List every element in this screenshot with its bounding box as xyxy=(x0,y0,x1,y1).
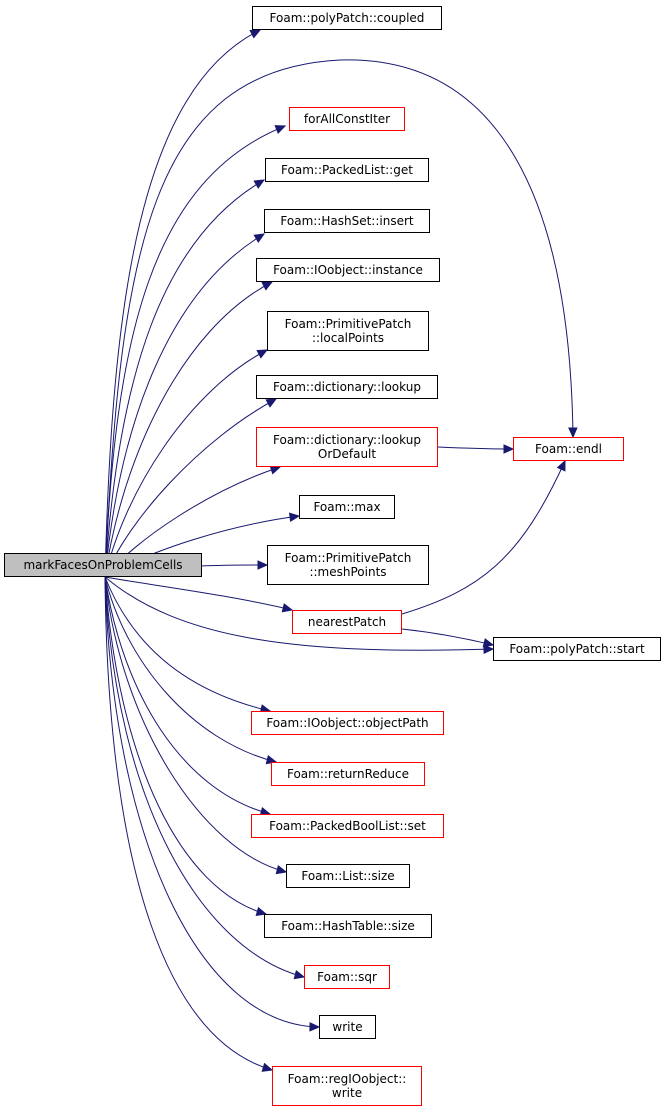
edge-arrowhead xyxy=(281,603,294,613)
edge-root-to-regioobject_write xyxy=(104,576,273,1071)
edge-root-to-ioobject_objectpath xyxy=(104,576,271,712)
edge-arrowhead xyxy=(274,125,287,134)
edge-root-to-write xyxy=(104,576,320,1028)
edge-arrowhead xyxy=(253,233,266,243)
edge-root-to-returnreduce xyxy=(104,576,277,763)
node-ioobject-instance[interactable]: Foam::IOobject::instance xyxy=(256,258,440,282)
edge-nearestpatch-to-polypatch_start xyxy=(401,628,494,646)
edge-root-to-ioobject_instance xyxy=(104,281,273,578)
edge-root-to-dictionary_lookup xyxy=(104,398,277,578)
edge-arrowhead xyxy=(568,427,578,439)
edge-root-to-primitivepatch_localpoints xyxy=(104,349,268,578)
node-forallconstiter[interactable]: forAllConstIter xyxy=(289,107,405,131)
edge-root-to-coupled xyxy=(104,29,261,578)
edge-arrowhead xyxy=(261,281,274,291)
edge-root-to-endl xyxy=(104,59,574,578)
edge-root-to-packedlist_get xyxy=(104,179,265,578)
edge-arrowhead xyxy=(253,179,266,189)
node-sqr[interactable]: Foam::sqr xyxy=(304,965,390,989)
edge-root-to-sqr xyxy=(104,576,305,978)
node-ioobject-objectpath[interactable]: Foam::IOobject::objectPath xyxy=(251,711,444,735)
edge-nearestpatch-to-endl xyxy=(401,460,566,615)
node-primitivepatch-meshpoints[interactable]: Foam::PrimitivePatch ::meshPoints xyxy=(267,545,429,585)
node-primitivepatch-localpoints[interactable]: Foam::PrimitivePatch ::localPoints xyxy=(267,311,429,351)
node-nearestpatch[interactable]: nearestPatch xyxy=(292,610,402,634)
edge-arrowhead xyxy=(503,444,515,454)
node-polypatch-coupled[interactable]: Foam::polyPatch::coupled xyxy=(252,6,442,30)
edge-arrowhead xyxy=(275,865,288,875)
edge-arrowhead xyxy=(309,1022,321,1032)
edge-arrowhead xyxy=(249,29,262,39)
edge-arrowhead xyxy=(556,459,566,472)
node-regioobject-write[interactable]: Foam::regIOobject:: write xyxy=(272,1066,422,1106)
edge-arrowhead xyxy=(265,398,278,408)
node-dictionary-lookup[interactable]: Foam::dictionary::lookup xyxy=(256,375,438,399)
node-polypatch-start[interactable]: Foam::polyPatch::start xyxy=(493,637,661,661)
node-dictionary-lookupordefault[interactable]: Foam::dictionary::lookup OrDefault xyxy=(256,427,438,467)
edge-arrowhead xyxy=(483,644,495,655)
edge-dictionary_lookupordefault-to-endl xyxy=(437,446,514,450)
edge-arrowhead xyxy=(482,638,495,648)
node-packedboollist-set[interactable]: Foam::PackedBoolList::set xyxy=(251,814,444,838)
node-list-size[interactable]: Foam::List::size xyxy=(286,864,410,888)
node-markfacesonproblemcells: markFacesOnProblemCells xyxy=(4,553,202,577)
edge-root-to-list_size xyxy=(104,576,287,873)
node-returnreduce[interactable]: Foam::returnReduce xyxy=(271,762,425,786)
edge-arrowhead xyxy=(288,512,301,522)
node-packedlist-get[interactable]: Foam::PackedList::get xyxy=(265,158,429,182)
edge-arrowhead xyxy=(255,906,268,917)
edge-arrowhead xyxy=(257,560,269,570)
edge-root-to-hashtable_size xyxy=(104,576,267,915)
edge-arrowhead xyxy=(293,969,306,980)
edge-arrowhead xyxy=(261,1062,274,1072)
edge-root-to-nearestpatch xyxy=(104,576,293,611)
node-hashset-insert[interactable]: Foam::HashSet::insert xyxy=(264,209,430,233)
node-endl[interactable]: Foam::endl xyxy=(513,437,624,461)
node-hashtable-size[interactable]: Foam::HashTable::size xyxy=(264,914,432,938)
edge-root-to-packedboollist_set xyxy=(104,576,271,815)
node-write[interactable]: write xyxy=(319,1015,376,1039)
edge-arrowhead xyxy=(269,465,282,475)
edge-root-to-forallconstiter xyxy=(104,125,286,578)
edge-root-to-polypatch_start xyxy=(104,576,494,651)
edge-arrowhead xyxy=(256,349,269,359)
node-max[interactable]: Foam::max xyxy=(299,495,395,519)
edge-root-to-hashset_insert xyxy=(104,233,265,578)
